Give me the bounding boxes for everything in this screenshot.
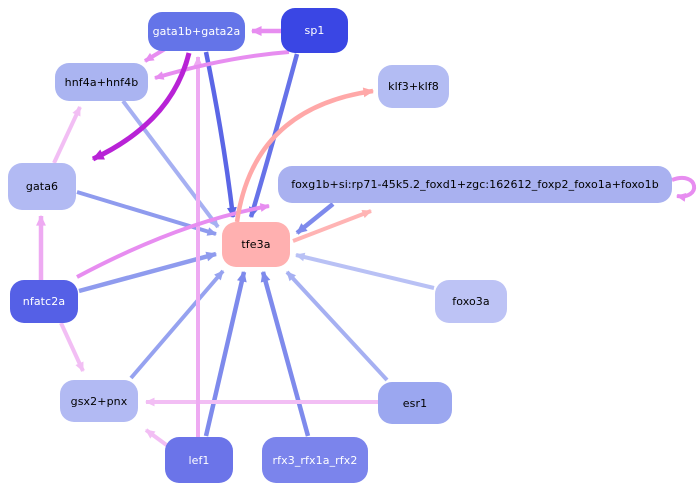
node-foxo3a[interactable]: foxo3a (435, 280, 507, 323)
node-esr1[interactable]: esr1 (378, 382, 452, 424)
node-lef1[interactable]: lef1 (165, 437, 233, 483)
edge-sp1-to-hnf4a-hnf4b (154, 50, 290, 80)
edge-gata6-to-hnf4a-hnf4b (52, 106, 82, 164)
node-nfatc2a[interactable]: nfatc2a (10, 280, 78, 323)
node-hnf4a-hnf4b[interactable]: hnf4a+hnf4b (55, 63, 148, 101)
edge-tfe3a-to-klf3-klf8 (234, 87, 375, 223)
node-gata6[interactable]: gata6 (8, 163, 76, 210)
edge-sp1-to-tfe3a (248, 53, 300, 219)
edge-rfx3-rfx1a-rfx2-to-tfe3a (260, 270, 311, 437)
edge-nfatc2a-to-gsx2-pnx (59, 322, 85, 372)
node-gata1b-gata2a[interactable]: gata1b+gata2a (148, 12, 245, 51)
edge-tfe3a-to-foxg1b-group (292, 209, 372, 243)
edge-gata1b-gata2a-to-gata6 (91, 52, 192, 162)
node-tfe3a[interactable]: tfe3a (222, 222, 290, 267)
edge-foxo3a-to-tfe3a (295, 252, 435, 290)
edge-gata1b-gata2a-to-tfe3a (203, 51, 237, 219)
node-foxg1b-group[interactable]: foxg1b+si:rp71-45k5.2_foxd1+zgc:162612_f… (278, 166, 672, 203)
edge-gata1b-gata2a-to-hnf4a-hnf4b (143, 47, 167, 63)
edge-lef1-to-tfe3a (203, 270, 247, 437)
edge-hnf4a-hnf4b-to-tfe3a (121, 99, 220, 229)
edge-foxg1b-group-to-foxg1b-group (671, 176, 696, 202)
node-gsx2-pnx[interactable]: gsx2+pnx (60, 380, 138, 422)
node-klf3-klf8[interactable]: klf3+klf8 (378, 65, 449, 108)
node-rfx3-rfx1a-rfx2[interactable]: rfx3_rfx1a_rfx2 (262, 437, 368, 483)
node-sp1[interactable]: sp1 (281, 8, 348, 53)
edge-foxg1b-group-to-tfe3a (295, 202, 335, 235)
edge-esr1-to-tfe3a (285, 270, 389, 382)
edge-nfatc2a-to-tfe3a (78, 251, 218, 294)
edge-gsx2-pnx-to-tfe3a (129, 269, 225, 380)
edge-nfatc2a-to-foxg1b-group (76, 203, 270, 279)
